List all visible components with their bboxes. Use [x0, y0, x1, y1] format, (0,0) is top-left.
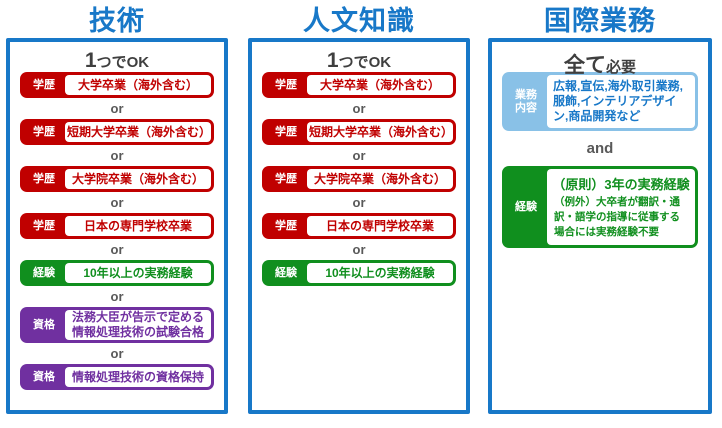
requirement-item: 学歴 大学院卒業（海外含む）: [20, 166, 214, 192]
or-separator: or: [110, 195, 124, 210]
or-separator: or: [352, 195, 366, 210]
requirement-item: 資格 法務大臣が告示で定める 情報処理技術の試験合格: [20, 307, 214, 343]
requirement-text: 大学院卒業（海外含む）: [307, 169, 453, 189]
or-separator: or: [110, 242, 124, 257]
requirement-text: 日本の専門学校卒業: [307, 216, 453, 236]
category-label: 資格: [33, 370, 55, 383]
requirement-text: 短期大学卒業（海外含む）: [65, 122, 211, 142]
requirement-item: 学歴 大学卒業（海外含む）: [20, 72, 214, 98]
or-separator: or: [110, 289, 124, 304]
or-separator: or: [352, 242, 366, 257]
requirement-text: 短期大学卒業（海外含む）: [307, 122, 453, 142]
box-header-big: 1: [326, 49, 339, 72]
or-separator: or: [352, 148, 366, 163]
requirement-item: 学歴 大学卒業（海外含む）: [262, 72, 456, 98]
requirement-text: 大学卒業（海外含む）: [65, 75, 211, 95]
requirement-text: 日本の専門学校卒業: [65, 216, 211, 236]
column-jinbun-chishiki: 人文知識 1つでOK 学歴 大学卒業（海外含む） or 学歴 短期大学卒業（海外…: [248, 0, 470, 414]
or-separator: or: [110, 346, 124, 361]
box-header-small: つでOK: [96, 54, 150, 71]
category-label: 経験: [515, 200, 537, 213]
requirement-text: 法務大臣が告示で定める 情報処理技術の試験合格: [65, 310, 211, 340]
column-kokusai-gyomu: 国際業務 全て必要 業務 内容 広報,宣伝,海外取引業務,服飾,インテリアデザイ…: [488, 0, 712, 414]
requirement-text: 10年以上の実務経験: [65, 263, 211, 283]
category-label: 資格: [33, 318, 55, 331]
column-title: 技術: [89, 6, 145, 36]
requirement-item: 学歴 大学院卒業（海外含む）: [262, 166, 456, 192]
requirement-item: 学歴 日本の専門学校卒業: [262, 213, 456, 239]
requirement-item: 業務 内容 広報,宣伝,海外取引業務,服飾,インテリアデザイン,商品開発など: [502, 72, 698, 131]
category-label: 学歴: [33, 219, 55, 232]
box-header: 1つでOK: [252, 42, 466, 72]
requirement-item: 経験 10年以上の実務経験: [262, 260, 456, 286]
requirement-text: 10年以上の実務経験: [307, 263, 453, 283]
requirement-item: 経験 （原則）3年の実務経験 （例外）大卒者が翻訳・通訳・語学の指導に従事する場…: [502, 166, 698, 248]
requirement-item: 経験 10年以上の実務経験: [20, 260, 214, 286]
column-gijutsu: 技術 1つでOK 学歴 大学卒業（海外含む） or 学歴 短期大学卒業（海外含む…: [6, 0, 228, 414]
requirement-item: 学歴 短期大学卒業（海外含む）: [20, 119, 214, 145]
and-separator: and: [586, 140, 614, 157]
requirement-text: 情報処理技術の資格保持: [65, 367, 211, 387]
box-header-small: つでOK: [338, 54, 392, 71]
requirements-box: 1つでOK 学歴 大学卒業（海外含む） or 学歴 短期大学卒業（海外含む） o…: [6, 38, 228, 414]
box-header: 全て必要: [492, 42, 708, 77]
category-label: 学歴: [33, 172, 55, 185]
or-separator: or: [110, 148, 124, 163]
requirement-text: 広報,宣伝,海外取引業務,服飾,インテリアデザイン,商品開発など: [547, 75, 695, 128]
column-title: 国際業務: [544, 6, 656, 36]
box-header-small: 必要: [605, 59, 636, 76]
requirement-item: 学歴 日本の専門学校卒業: [20, 213, 214, 239]
category-label: 経験: [33, 266, 55, 279]
box-header: 1つでOK: [10, 42, 224, 72]
requirement-item: 学歴 短期大学卒業（海外含む）: [262, 119, 456, 145]
category-label: 学歴: [275, 125, 297, 138]
requirements-box: 1つでOK 学歴 大学卒業（海外含む） or 学歴 短期大学卒業（海外含む） o…: [248, 38, 470, 414]
box-header-big: 全て: [563, 54, 606, 77]
category-label: 業務 内容: [515, 88, 537, 114]
requirement-text: 大学院卒業（海外含む）: [65, 169, 211, 189]
requirement-text-block: （原則）3年の実務経験 （例外）大卒者が翻訳・通訳・語学の指導に従事する場合には…: [547, 169, 695, 245]
category-label: 学歴: [33, 78, 55, 91]
requirement-item: 資格 情報処理技術の資格保持: [20, 364, 214, 390]
requirements-box: 全て必要 業務 内容 広報,宣伝,海外取引業務,服飾,インテリアデザイン,商品開…: [488, 38, 712, 414]
category-label: 学歴: [275, 78, 297, 91]
category-label: 学歴: [275, 172, 297, 185]
requirement-text: 大学卒業（海外含む）: [307, 75, 453, 95]
category-label: 学歴: [33, 125, 55, 138]
or-separator: or: [352, 101, 366, 116]
box-header-big: 1: [84, 49, 97, 72]
column-title: 人文知識: [303, 6, 415, 36]
category-label: 経験: [275, 266, 297, 279]
category-label: 学歴: [275, 219, 297, 232]
or-separator: or: [110, 101, 124, 116]
requirement-text-sub: （例外）大卒者が翻訳・通訳・語学の指導に従事する場合には実務経験不要: [554, 196, 680, 238]
requirement-text-main: （原則）3年の実務経験: [552, 177, 690, 192]
